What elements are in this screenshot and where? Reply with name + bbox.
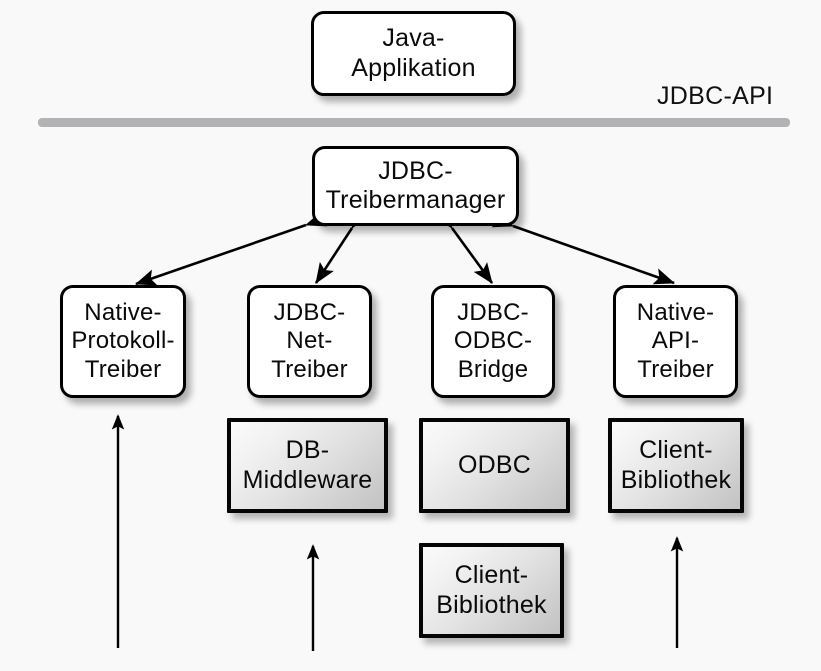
node-jdbc-treibermanager-label: JDBC- Treibermanager: [325, 156, 506, 215]
node-client-bibliothek-odbc[interactable]: Client- Bibliothek: [419, 543, 564, 638]
node-odbc-label: ODBC: [457, 450, 532, 479]
node-java-applikation[interactable]: Java- Applikation: [311, 11, 516, 96]
node-native-api-treiber[interactable]: Native- API- Treiber: [613, 285, 738, 398]
node-java-applikation-label: Java- Applikation: [351, 24, 476, 82]
node-client-bibliothek-right-label: Client- Bibliothek: [620, 436, 732, 494]
node-native-protokoll-treiber[interactable]: Native- Protokoll- Treiber: [60, 285, 186, 398]
connector-manager-native-api: [491, 211, 675, 285]
node-client-bibliothek-odbc-label: Client- Bibliothek: [436, 561, 547, 619]
node-jdbc-odbc-bridge[interactable]: JDBC- ODBC- Bridge: [431, 285, 555, 398]
node-jdbc-odbc-bridge-label: JDBC- ODBC- Bridge: [453, 299, 533, 383]
connector-manager-jdbc-net: [314, 206, 370, 284]
node-native-api-treiber-label: Native- API- Treiber: [636, 299, 715, 383]
node-jdbc-net-treiber[interactable]: JDBC- Net- Treiber: [247, 285, 372, 398]
jdbc-api-rule: [38, 118, 790, 127]
node-client-bibliothek-right[interactable]: Client- Bibliothek: [608, 418, 744, 513]
connector-manager-jdbc-odbc: [433, 207, 494, 284]
node-db-middleware-label: DB- Middleware: [242, 436, 373, 494]
jdbc-api-label: JDBC-API: [657, 82, 774, 110]
node-jdbc-treibermanager[interactable]: JDBC- Treibermanager: [312, 146, 519, 226]
node-odbc[interactable]: ODBC: [419, 418, 570, 513]
node-native-protokoll-treiber-label: Native- Protokoll- Treiber: [71, 299, 175, 383]
node-db-middleware[interactable]: DB- Middleware: [227, 418, 388, 513]
connector-manager-native-protokoll: [135, 210, 328, 286]
node-jdbc-net-treiber-label: JDBC- Net- Treiber: [271, 299, 348, 383]
